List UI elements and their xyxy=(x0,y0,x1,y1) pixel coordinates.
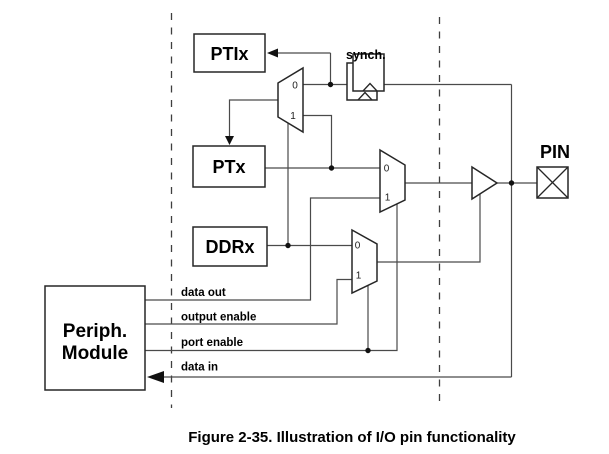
clock-triangle-icon xyxy=(362,82,378,92)
ptx-register-label: PTx xyxy=(212,157,245,177)
mux1-in0-label: 0 xyxy=(292,81,298,92)
mux2-output-data xyxy=(379,148,406,214)
arrowhead-data-in xyxy=(147,371,164,383)
mux3-output-enable xyxy=(351,228,378,295)
mux3-in1-label: 1 xyxy=(356,271,362,282)
data-in-label: data in xyxy=(181,362,218,374)
mux1-input-read xyxy=(277,66,304,134)
pin-label: PIN xyxy=(540,142,570,162)
mux3-in0-label: 0 xyxy=(355,241,361,252)
port-enable-label: port enable xyxy=(181,337,243,349)
mux1-in1-label: 1 xyxy=(290,111,296,122)
arrowhead-into-ptx xyxy=(225,136,234,145)
junction-dot xyxy=(508,180,515,186)
synchronizer-label: synch. xyxy=(346,48,386,62)
junction-dot xyxy=(327,81,334,88)
ddrx-register-label: DDRx xyxy=(205,237,254,257)
arrowhead-into-ptix xyxy=(267,48,278,58)
ptix-register-label: PTIx xyxy=(210,44,248,64)
junction-dot xyxy=(365,347,371,354)
wire-mux3-output-to-buffer-enable xyxy=(377,194,481,263)
ptix-register-box xyxy=(193,33,266,73)
periph-module-label-line1: Periph. xyxy=(63,321,127,342)
wire-data-out xyxy=(145,197,380,301)
wire-mux1-input1 xyxy=(303,114,333,168)
data-out-label: data out xyxy=(181,287,226,299)
wire-output-enable xyxy=(145,278,352,325)
figure-caption: Figure 2-35. Illustration of I/O pin fun… xyxy=(188,429,516,446)
wire-port-enable xyxy=(145,204,398,352)
output-buffer-triangle xyxy=(471,165,499,201)
junction-dot xyxy=(328,165,335,171)
mux2-in1-label: 1 xyxy=(385,193,391,204)
ddrx-register-box xyxy=(192,226,268,267)
ptx-register-box xyxy=(192,145,266,188)
junction-dot xyxy=(285,242,291,249)
wire-mux1-output-to-ptx xyxy=(228,99,278,136)
clock-triangle-icon xyxy=(357,91,373,101)
periph-module-box xyxy=(44,285,146,391)
output-enable-label: output enable xyxy=(181,312,256,324)
mux2-in0-label: 0 xyxy=(384,164,390,175)
periph-module-label-line2: Module xyxy=(62,343,129,364)
pin-pad-x-icon xyxy=(536,166,569,199)
